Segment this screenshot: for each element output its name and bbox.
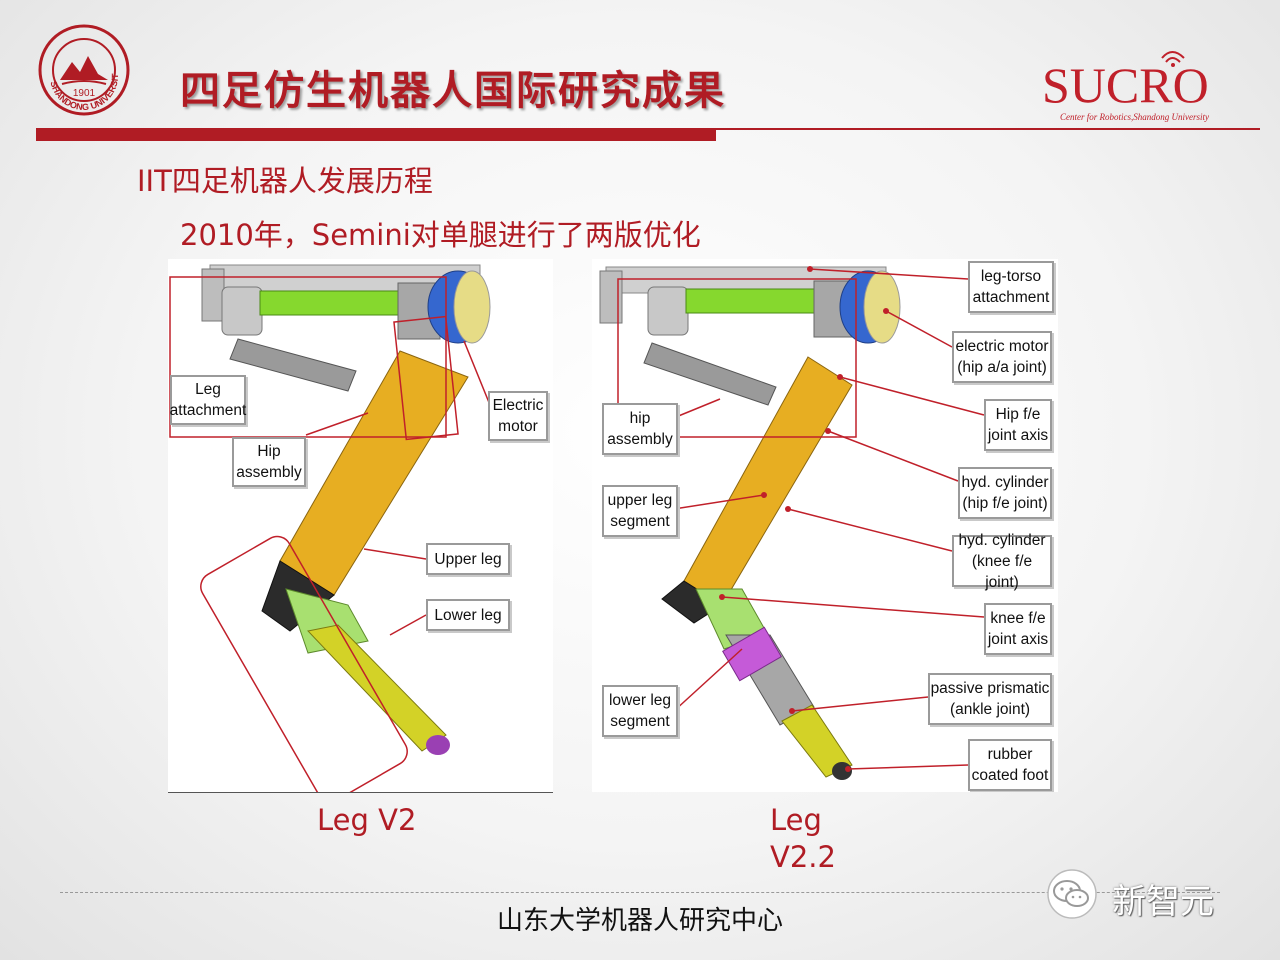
callout-hyd-cylinder-hip: hyd. cylinder (hip f/e joint) xyxy=(958,467,1052,519)
page-title: 四足仿生机器人国际研究成果 xyxy=(180,68,726,114)
callout-hyd-cylinder-knee: hyd. cylinder (knee f/e joint) xyxy=(952,532,1052,591)
callout-rubber-coated-foot: rubber coated foot xyxy=(968,739,1052,791)
header-divider xyxy=(36,128,1260,130)
section-heading: IIT四足机器人发展历程 xyxy=(137,164,433,198)
leg-v2-diagram: Leg attachment Hip assembly Electric mot… xyxy=(168,259,553,793)
watermark-text: 新智元 xyxy=(1112,882,1214,922)
callout-upper-leg-segment: upper leg segment xyxy=(602,485,678,537)
wechat-icon xyxy=(1047,869,1097,919)
callout-leg-attachment: Leg attachment xyxy=(170,375,246,425)
callout-lower-leg-segment: lower leg segment xyxy=(602,685,678,737)
callout-hip-assembly: Hip assembly xyxy=(232,437,306,487)
sucro-logo: SUCRO Center for Robotics,Shandong Unive… xyxy=(1042,51,1209,122)
leg-v2-2-caption: Leg V2.2 xyxy=(770,803,836,874)
watermark: 新智元 xyxy=(1042,868,1252,922)
callout-knee-fe-joint-axis: knee f/e joint axis xyxy=(984,603,1052,655)
callout-hip-fe-joint-axis: Hip f/e joint axis xyxy=(984,399,1052,451)
svg-text:1901: 1901 xyxy=(73,88,96,99)
footer-divider xyxy=(60,892,1220,893)
callout-passive-prismatic: passive prismatic (ankle joint) xyxy=(928,673,1052,725)
callout-electric-motor: Electric motor xyxy=(488,391,548,441)
leg-v2-2-drawing xyxy=(599,266,985,780)
section-subheading: 2010年，Semini对单腿进行了两版优化 xyxy=(180,218,701,252)
leg-v2-2-diagram: leg-torso attachment electric motor (hip… xyxy=(592,259,1058,792)
callout-upper-leg: Upper leg xyxy=(426,543,510,575)
svg-text:SUCRO: SUCRO xyxy=(1042,57,1209,113)
callout-lower-leg: Lower leg xyxy=(426,599,510,631)
callout-leg-torso-attachment: leg-torso attachment xyxy=(968,261,1054,313)
svg-text:Center for Robotics,Shandong U: Center for Robotics,Shandong University xyxy=(1060,112,1209,122)
header-accent-bar xyxy=(36,130,716,141)
leg-v2-caption: Leg V2 xyxy=(317,803,417,837)
leg-v2-drawing xyxy=(169,264,491,792)
shandong-university-logo: SHANDONG UNIVERSITY 1901 xyxy=(36,22,130,116)
callout-hip-assembly: hip assembly xyxy=(602,403,678,455)
callout-electric-motor: electric motor (hip a/a joint) xyxy=(952,331,1052,383)
footer-text: 山东大学机器人研究中心 xyxy=(496,906,783,936)
